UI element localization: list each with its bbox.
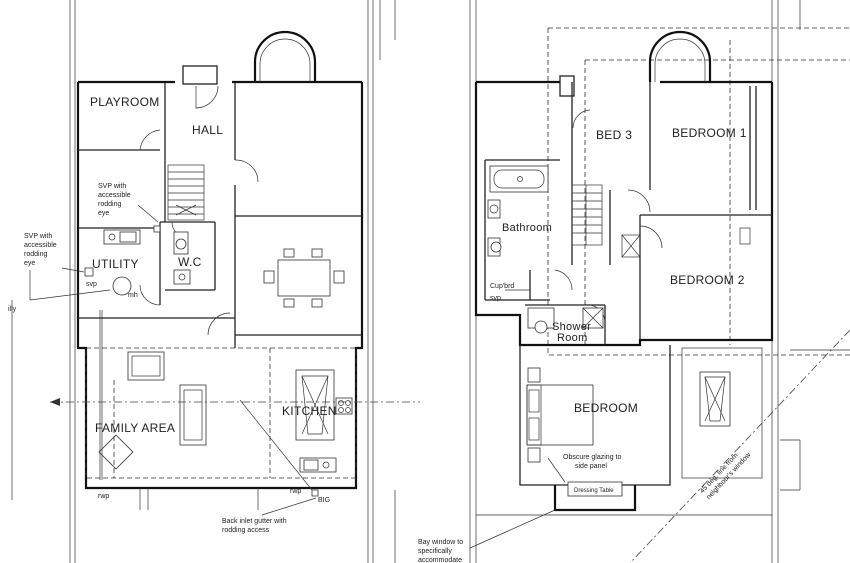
svg-text:eye: eye bbox=[24, 260, 35, 267]
svg-text:Obscure glazing to: Obscure glazing to bbox=[563, 454, 621, 461]
utility-sink bbox=[103, 229, 141, 245]
svg-text:rodding access: rodding access bbox=[222, 527, 270, 534]
svg-text:rodding: rodding bbox=[98, 201, 121, 208]
svg-text:rodding: rodding bbox=[24, 251, 47, 258]
svg-text:side panel: side panel bbox=[575, 463, 607, 470]
svg-text:SVP with: SVP with bbox=[24, 233, 52, 240]
ground-stairs bbox=[167, 164, 205, 221]
kitchen-fittings bbox=[295, 369, 353, 473]
room-label-family-area: FAMILY AREA bbox=[95, 421, 175, 435]
note-rwp-right: rwp bbox=[290, 488, 301, 495]
room-label-shower-room: Shower Room bbox=[552, 321, 591, 344]
note-svp-utility: SVP with accessible rodding eye bbox=[24, 233, 57, 267]
svg-text:Room: Room bbox=[557, 332, 588, 344]
room-label-bed-3: BED 3 bbox=[596, 128, 632, 142]
svg-text:accessible: accessible bbox=[98, 192, 131, 199]
note-illy: illy bbox=[8, 306, 17, 313]
wc-fittings bbox=[173, 231, 191, 285]
room-label-bedroom-2: BEDROOM 2 bbox=[670, 273, 745, 287]
svg-text:accommodate: accommodate bbox=[418, 557, 462, 563]
svg-text:SVP with: SVP with bbox=[98, 183, 126, 190]
note-back-inlet: Back inlet gutter with rodding access bbox=[222, 518, 287, 534]
note-svp-first: svp bbox=[490, 295, 501, 302]
svg-text:Back inlet gutter with: Back inlet gutter with bbox=[222, 518, 287, 525]
bathroom-fittings bbox=[487, 165, 549, 257]
room-label-bedroom-1: BEDROOM 1 bbox=[672, 126, 747, 140]
room-label-wc: W.C bbox=[178, 255, 202, 269]
note-mh: mh bbox=[128, 292, 138, 299]
room-label-bathroom: Bathroom bbox=[502, 222, 552, 234]
manhole-symbol bbox=[112, 276, 132, 296]
note-svp-hall: SVP with accessible rodding eye bbox=[98, 183, 131, 217]
rooflights bbox=[621, 227, 751, 258]
room-label-hall: HALL bbox=[192, 123, 223, 137]
first-stairs bbox=[571, 184, 603, 246]
svg-text:accessible: accessible bbox=[24, 242, 57, 249]
note-svp-tag: svp bbox=[86, 281, 97, 288]
svg-text:Shower: Shower bbox=[552, 321, 591, 333]
room-label-playroom: PLAYROOM bbox=[90, 95, 160, 109]
note-cupboard: Cup'brd bbox=[490, 283, 514, 290]
note-45-degree-line: 45 deg. line from neighbour's window bbox=[699, 451, 753, 501]
ground-floor-plan bbox=[11, 0, 420, 563]
first-floor-plan bbox=[469, 0, 850, 563]
svg-text:specifically: specifically bbox=[418, 548, 452, 555]
family-furniture bbox=[98, 351, 207, 470]
note-bay-window: Bay window to specifically accommodate bbox=[418, 539, 463, 563]
note-dressing-table: Dressing Table bbox=[574, 488, 614, 494]
svg-text:Bay window to: Bay window to bbox=[418, 539, 463, 546]
note-big: BIG bbox=[318, 497, 330, 504]
bedroom-bed bbox=[526, 367, 594, 463]
room-label-utility: UTILITY bbox=[92, 257, 139, 271]
room-label-kitchen: KITCHEN bbox=[282, 404, 337, 418]
svg-text:eye: eye bbox=[98, 210, 109, 217]
note-rwp-left: rwp bbox=[98, 493, 109, 500]
note-obscure-glazing: Obscure glazing to side panel bbox=[563, 454, 621, 470]
shower-fittings bbox=[527, 307, 604, 334]
room-label-bedroom: BEDROOM bbox=[574, 401, 638, 415]
dining-table bbox=[263, 248, 345, 308]
